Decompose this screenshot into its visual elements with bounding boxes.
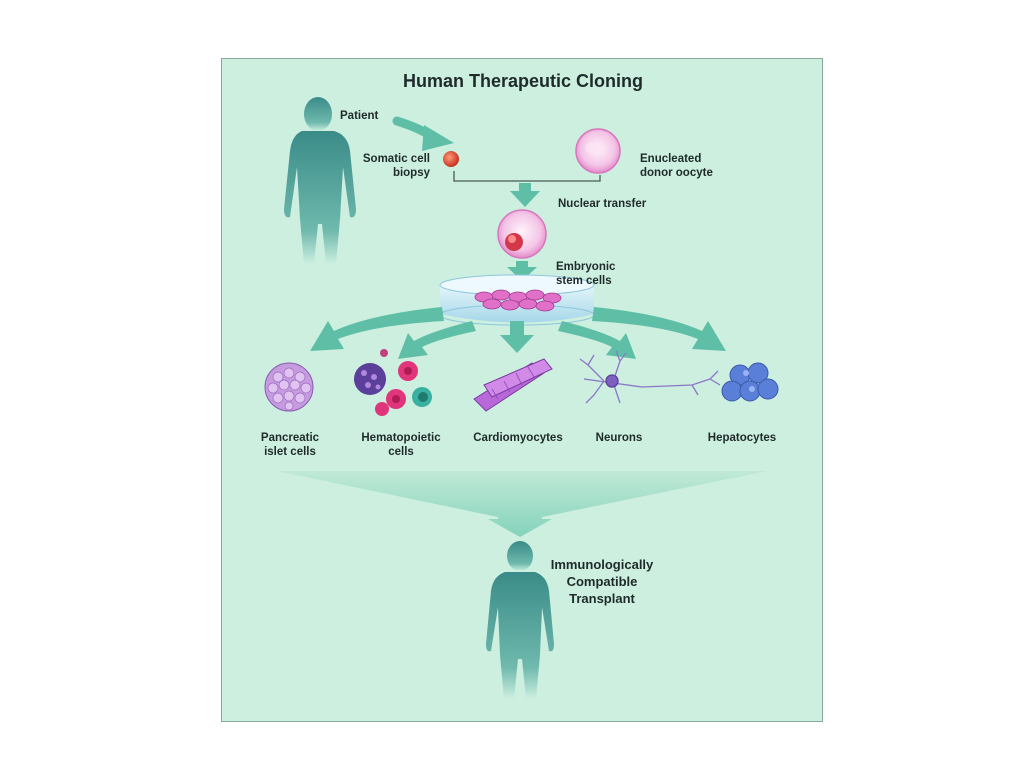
donor-oocyte-label-line1: Enucleated — [640, 153, 702, 165]
converging-funnel-arrow — [277, 471, 767, 537]
patient-figure — [284, 97, 356, 264]
to-nuclear-transfer-arrow — [510, 183, 540, 207]
donor-oocyte-label: Enucleated donor oocyte — [640, 152, 713, 180]
transplant-label-line1: Immunologically — [550, 557, 654, 572]
transplant-recipient-figure — [486, 541, 554, 699]
somatic-cell-label-line1: Somatic cell — [362, 153, 430, 165]
cardiomyocytes-image — [473, 358, 553, 412]
cell-type-label-hematopoietic: Hematopoietic cells — [346, 431, 456, 459]
pancreatic-islet-cells-image — [264, 362, 314, 412]
nuclear-transfer-cell — [497, 209, 547, 259]
patient-to-biopsy-arrow — [392, 116, 454, 151]
cell-type-label-pancreatic-line2: islet cells — [264, 446, 316, 458]
cell-type-label-neurons: Neurons — [595, 432, 643, 444]
cell-type-label-hematopoietic-line2: cells — [388, 446, 414, 458]
cell-type-label-pancreatic: Pancreatic islet cells — [240, 431, 340, 459]
embryonic-stem-cells-label-line1: Embryonic — [556, 261, 616, 273]
embryonic-stem-cells-label-line2: stem cells — [556, 275, 612, 287]
diagram-artwork — [264, 97, 779, 699]
cell-type-label-cardiomyocytes: Cardiomyocytes — [473, 432, 563, 444]
diagram-title: Human Therapeutic Cloning — [402, 71, 643, 91]
somatic-cell-label-line2: biopsy — [392, 167, 430, 179]
neuron-image — [579, 350, 721, 404]
hepatocytes-image — [721, 362, 779, 402]
transplant-label-line3: Transplant — [569, 591, 635, 606]
transplant-label: Immunologically Compatible Transplant — [542, 556, 662, 607]
cell-type-label-pancreatic-line1: Pancreatic — [260, 432, 320, 444]
differentiation-arrows — [310, 307, 726, 359]
joining-bracket — [453, 171, 601, 182]
to-dish-arrow — [507, 261, 537, 281]
transplant-label-line2: Compatible — [566, 574, 638, 589]
somatic-cell-label: Somatic cell biopsy — [330, 152, 430, 180]
diagram-panel: Human Therapeutic Cloning Patient Somati… — [221, 58, 823, 722]
hematopoietic-cells-image — [354, 349, 432, 416]
nuclear-transfer-label: Nuclear transfer — [558, 198, 647, 210]
patient-label: Patient — [340, 110, 379, 122]
cell-type-label-hematopoietic-line1: Hematopoietic — [361, 432, 441, 444]
culture-dish — [439, 274, 595, 326]
cell-type-label-hepatocytes: Hepatocytes — [707, 432, 777, 444]
donor-oocyte — [575, 128, 621, 174]
embryonic-stem-cells-label: Embryonic stem cells — [556, 260, 615, 288]
donor-oocyte-label-line2: donor oocyte — [640, 167, 713, 179]
somatic-cell — [443, 151, 459, 167]
